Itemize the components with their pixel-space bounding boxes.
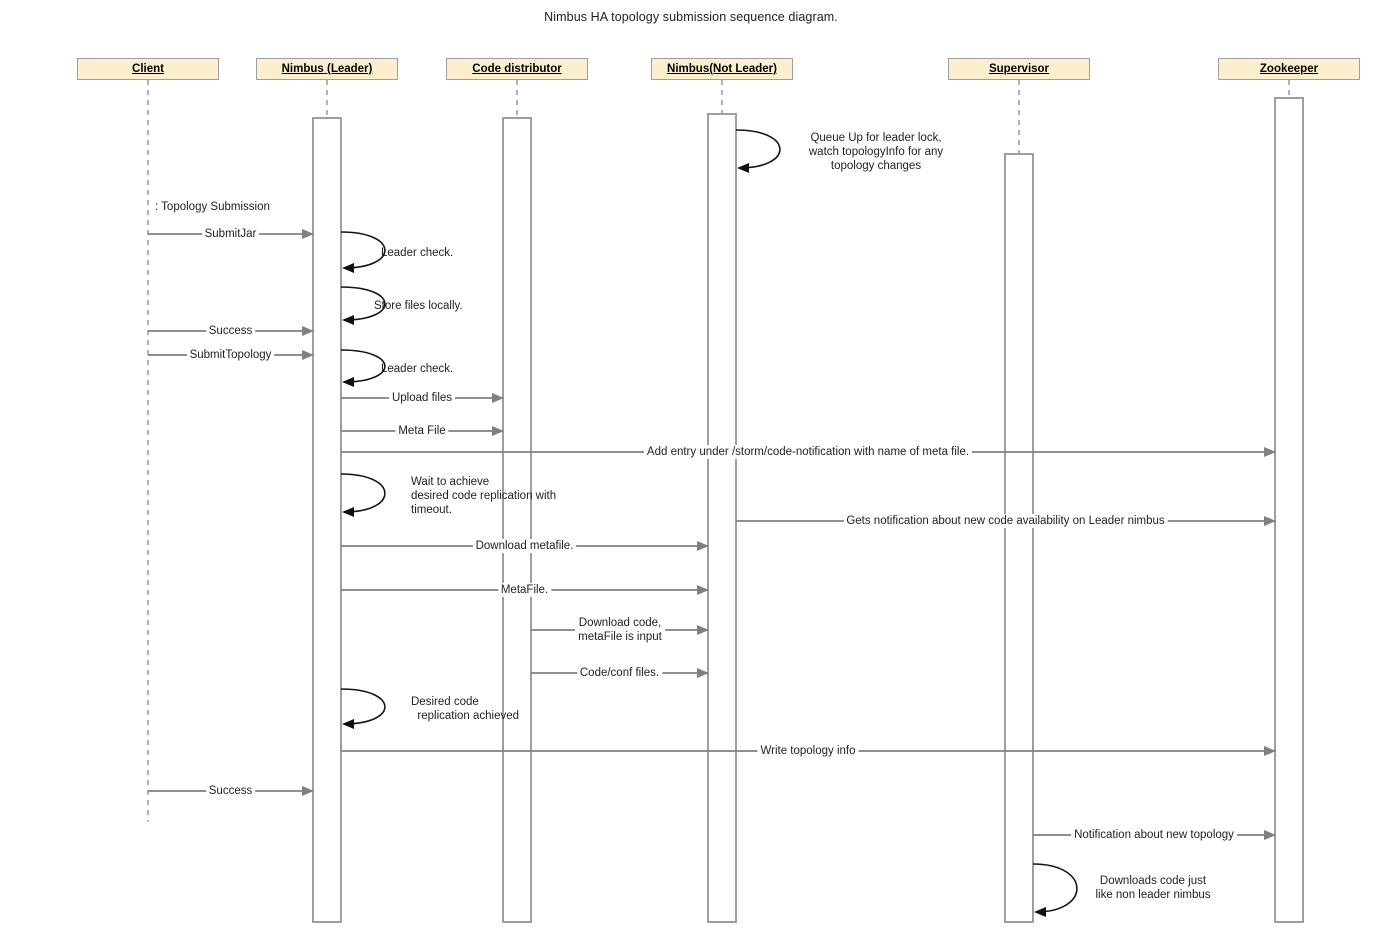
self-message-arrow-s-downloads-code xyxy=(1032,863,1078,917)
activation-bar-supervisor xyxy=(1004,153,1034,923)
self-message-label-s-leader-check-2: Leader check. xyxy=(381,363,454,375)
self-message-label-s-wait-replication: Wait to achieve desired code replication… xyxy=(411,476,557,516)
message-label-m-upload-files: Upload files xyxy=(388,391,456,405)
participant-label-zookeeper: Zookeeper xyxy=(1259,63,1319,75)
self-message-label-s-store-files: Store files locally. xyxy=(374,300,463,312)
activation-bar-zookeeper xyxy=(1274,97,1304,923)
message-label-m-gets-notification: Gets notification about new code availab… xyxy=(843,514,1168,528)
activation-bar-code-distributor xyxy=(502,117,532,923)
message-label-m-submitjar: SubmitJar xyxy=(201,227,260,241)
self-message-label-s-desired-achieved: Desired code replication achieved xyxy=(411,696,520,722)
message-label-m-add-entry: Add entry under /storm/code-notification… xyxy=(643,445,973,459)
message-label-m-meta-file: Meta File xyxy=(395,424,449,438)
diagram-title: Nimbus HA topology submission sequence d… xyxy=(544,10,838,24)
message-label-m-success-1: Success xyxy=(205,324,256,338)
message-label-m-write-topology-info: Write topology info xyxy=(757,744,859,758)
message-label-m-submittopology: SubmitTopology xyxy=(186,348,275,362)
self-message-arrow-s-store-files xyxy=(340,286,386,325)
participant-label-supervisor: Supervisor xyxy=(988,63,1050,75)
self-message-label-s-leader-check-1: Leader check. xyxy=(381,247,454,259)
self-message-arrow-s-desired-achieved xyxy=(340,688,386,729)
self-message-arrow-s-leader-check-1 xyxy=(340,231,386,273)
message-label-m-metafile: MetaFile. xyxy=(497,583,552,597)
participant-box-supervisor[interactable]: Supervisor xyxy=(948,58,1090,80)
message-label-m-success-2: Success xyxy=(205,784,256,798)
self-message-arrow-s-wait-replication xyxy=(340,473,386,517)
message-label-m-code-conf-files: Code/conf files. xyxy=(576,666,663,680)
participant-label-code-distributor: Code distributor xyxy=(472,63,562,75)
topology-submission-caption: : Topology Submission xyxy=(155,201,270,213)
self-message-arrow-s-leader-check-2 xyxy=(340,349,386,387)
self-message-arrow-s-queue-up xyxy=(735,129,781,173)
message-label-m-download-metafile: Download metafile. xyxy=(472,539,577,553)
self-message-label-s-queue-up: Queue Up for leader lock, watch topology… xyxy=(808,132,944,172)
participant-label-nimbus-not-leader: Nimbus(Not Leader) xyxy=(667,63,777,75)
activation-bar-nimbus-leader xyxy=(312,117,342,923)
participant-box-nimbus-not-leader[interactable]: Nimbus(Not Leader) xyxy=(651,58,793,80)
participant-label-nimbus-leader: Nimbus (Leader) xyxy=(281,63,373,75)
participant-box-code-distributor[interactable]: Code distributor xyxy=(446,58,588,80)
participant-box-nimbus-leader[interactable]: Nimbus (Leader) xyxy=(256,58,398,80)
activation-bar-nimbus-not-leader xyxy=(707,113,737,923)
self-message-label-s-downloads-code: Downloads code just like non leader nimb… xyxy=(1095,875,1211,901)
participant-box-zookeeper[interactable]: Zookeeper xyxy=(1218,58,1360,80)
message-label-m-notification-new-topology: Notification about new topology xyxy=(1071,828,1237,842)
participant-label-client: Client xyxy=(132,63,164,75)
message-label-m-download-code: Download code, metaFile is input xyxy=(575,616,665,644)
participant-box-client[interactable]: Client xyxy=(77,58,219,80)
